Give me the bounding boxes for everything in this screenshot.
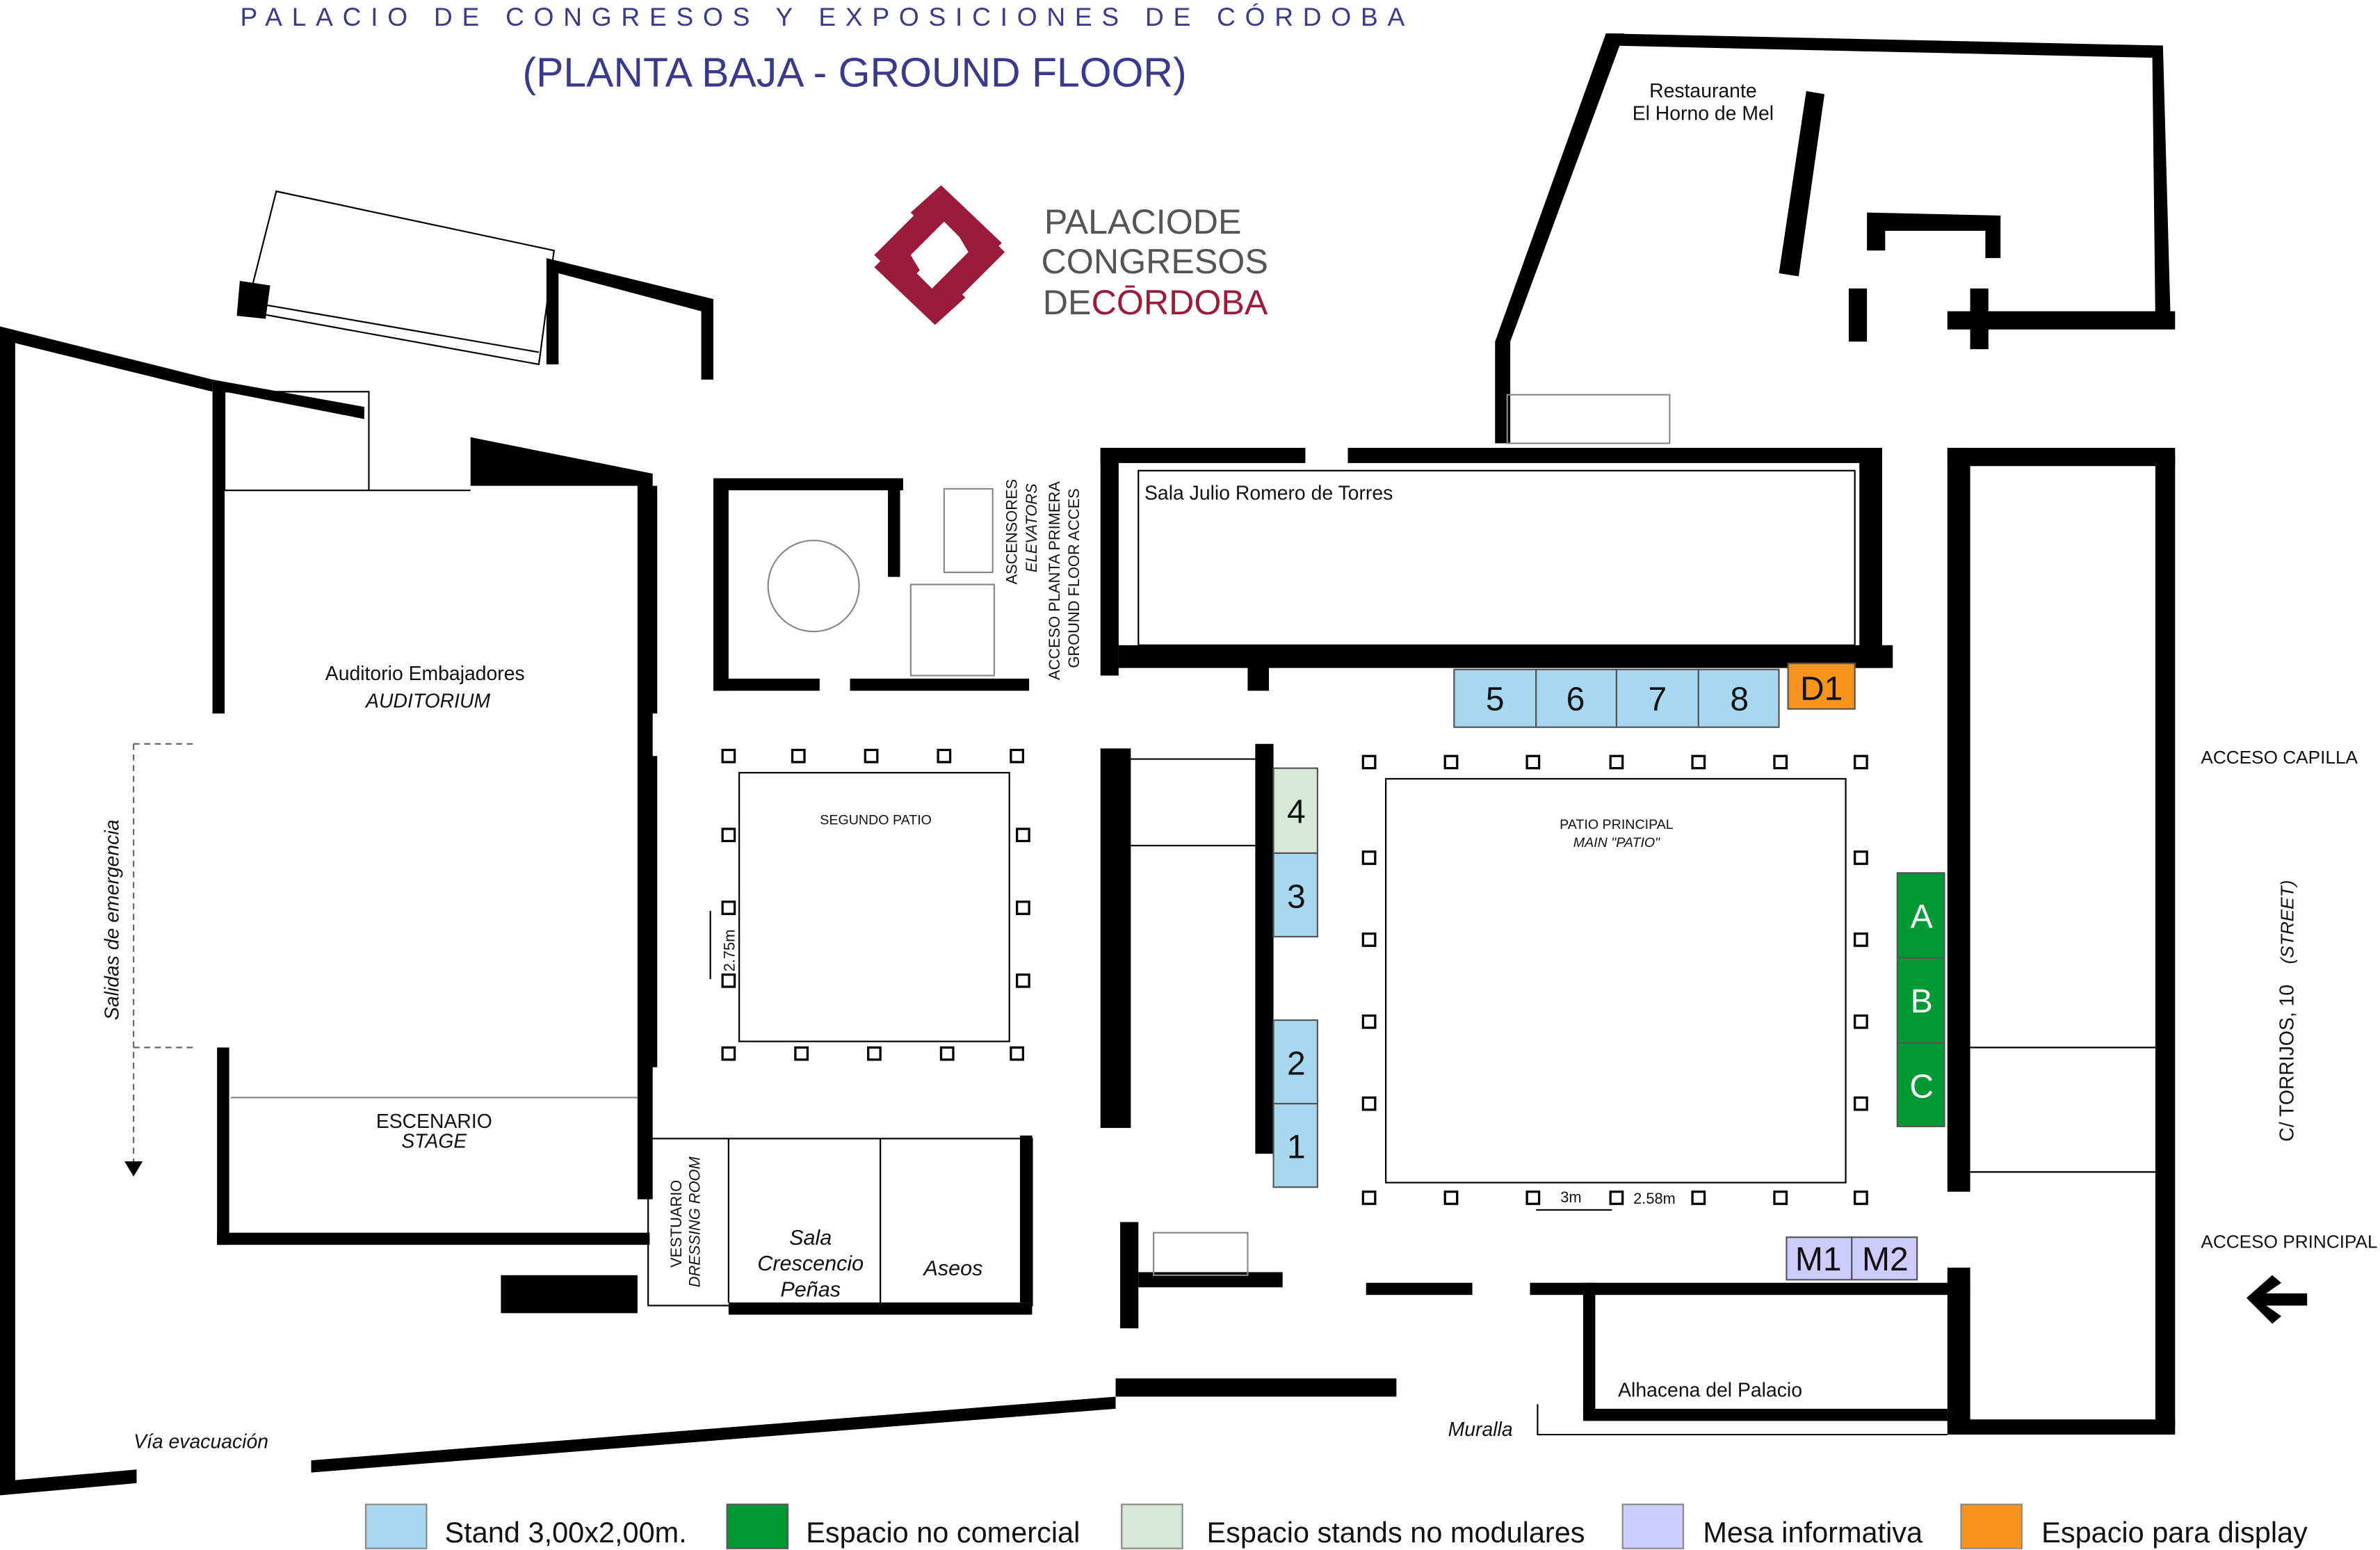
palacio-logo: PALACIODE CONGRESOS DE CŌRDOBA	[874, 185, 1268, 325]
stand-5[interactable]: 5	[1453, 668, 1537, 728]
stand-6-label: 6	[1567, 681, 1585, 718]
label-vestuario: VESTUARIO	[667, 1180, 685, 1268]
label-muralla: Muralla	[1448, 1419, 1513, 1441]
label-acceso-capilla[interactable]: ACCESO CAPILLA	[2201, 747, 2358, 768]
label-aseos: Aseos	[922, 1257, 982, 1280]
stand-3[interactable]: 3	[1272, 852, 1318, 938]
label-stage: STAGE	[401, 1130, 467, 1152]
logo-text-3a: DE	[1043, 283, 1092, 322]
label-horno: El Horno de Mel	[1633, 103, 1774, 125]
legend-label-mesa: Mesa informativa	[1703, 1516, 1923, 1549]
stand-m1[interactable]: M1	[1786, 1236, 1853, 1281]
label-auditorio: Auditorio Embajadores	[325, 663, 525, 685]
stand-m2-label: M2	[1862, 1241, 1909, 1278]
stand-m2[interactable]: M2	[1851, 1236, 1918, 1281]
label-crescencio: Crescencio	[757, 1252, 864, 1275]
stand-b[interactable]: B	[1896, 957, 1945, 1044]
legend-label-stand: Stand 3,00x2,00m.	[445, 1516, 687, 1549]
stand-4[interactable]: 4	[1272, 767, 1318, 855]
stand-b-label: B	[1911, 983, 1933, 1020]
stand-d1[interactable]: D1	[1787, 662, 1856, 710]
stand-5-label: 5	[1486, 681, 1505, 718]
legend-swatch-mesa	[1621, 1503, 1685, 1549]
stand-m1-label: M1	[1795, 1241, 1842, 1278]
label-escenario: ESCENARIO	[376, 1111, 492, 1133]
stand-6[interactable]: 6	[1535, 668, 1618, 728]
label-main-patio: MAIN "PATIO"	[1573, 835, 1660, 850]
legend-label-display: Espacio para display	[2041, 1516, 2308, 1549]
label-dim-258: 2.58m	[1633, 1190, 1676, 1207]
plan-title: PALACIO DE CONGRESOS Y EXPOSICIONES DE C…	[241, 2, 1414, 31]
stands: 5 6 7 8 D1 4 3 2 1 A B C M1 M2	[1272, 662, 1945, 1281]
stand-7-label: 7	[1649, 681, 1667, 718]
label-elevators: ELEVATORS	[1023, 483, 1040, 572]
columns	[721, 748, 1868, 1205]
logo-text-1: PALACIODE	[1044, 202, 1242, 241]
label-sala: Sala	[789, 1226, 832, 1250]
stand-3-label: 3	[1287, 879, 1306, 916]
label-street: C/ TORRIJOS, 10	[2276, 985, 2299, 1142]
legend-swatch-display	[1960, 1503, 2023, 1549]
stand-8[interactable]: 8	[1697, 668, 1780, 728]
label-penas: Peñas	[780, 1277, 841, 1301]
emergency-arrow-icon	[124, 1161, 143, 1177]
label-street-en: (STREET)	[2277, 880, 2298, 964]
stand-1-label: 1	[1287, 1129, 1306, 1166]
walls	[0, 33, 2176, 1496]
stand-c[interactable]: C	[1896, 1042, 1945, 1127]
label-dim-275: 2.75m	[721, 930, 738, 972]
label-sala-julio: Sala Julio Romero de Torres	[1144, 482, 1393, 504]
legend-swatch-no-comercial	[726, 1503, 789, 1549]
legend-swatch-stand	[365, 1503, 428, 1549]
logo-text-2: CONGRESOS	[1042, 242, 1268, 281]
room-labels: Restaurante El Horno de Mel Sala Julio R…	[101, 80, 2377, 1453]
label-ascensores: ASCENSORES	[1003, 479, 1021, 585]
stand-2-label: 2	[1287, 1046, 1306, 1083]
stand-a-label: A	[1911, 898, 1933, 935]
entrance-arrow-icon	[2246, 1275, 2308, 1324]
legend-label-no-modulares: Espacio stands no modulares	[1207, 1516, 1585, 1549]
stand-c-label: C	[1909, 1068, 1934, 1105]
label-segundo-patio: SEGUNDO PATIO	[820, 812, 932, 828]
plan-subtitle: (PLANTA BAJA - GROUND FLOOR)	[522, 50, 1186, 95]
legend-label-no-comercial: Espacio no comercial	[806, 1516, 1080, 1549]
label-auditorium: AUDITORIUM	[364, 690, 490, 712]
room-outlines	[124, 190, 2155, 1436]
label-alhacena: Alhacena del Palacio	[1618, 1379, 1802, 1401]
label-restaurante: Restaurante	[1649, 80, 1756, 102]
label-acceso-principal[interactable]: ACCESO PRINCIPAL	[2201, 1232, 2377, 1252]
stand-a[interactable]: A	[1896, 872, 1945, 959]
label-dressing: DRESSING ROOM	[686, 1156, 703, 1287]
stand-8-label: 8	[1730, 681, 1749, 718]
stand-2[interactable]: 2	[1272, 1019, 1318, 1105]
label-via: Vía evacuación	[133, 1431, 268, 1453]
label-salidas: Salidas de emergencia	[101, 820, 123, 1021]
label-acceso-planta: ACCESO PLANTA PRIMERA	[1046, 481, 1063, 680]
stand-d1-label: D1	[1800, 670, 1843, 707]
label-dim-3m: 3m	[1560, 1188, 1581, 1206]
stand-7[interactable]: 7	[1615, 668, 1699, 728]
logo-mark-icon	[874, 185, 1005, 325]
label-ground-floor: GROUND FLOOR ACCES	[1065, 488, 1083, 668]
label-patio-principal: PATIO PRINCIPAL	[1560, 817, 1674, 832]
legend-swatch-no-modulares	[1121, 1503, 1183, 1549]
logo-text-3b: CŌRDOBA	[1092, 283, 1268, 322]
stand-1[interactable]: 1	[1272, 1103, 1318, 1188]
legend: Stand 3,00x2,00m. Espacio no comercial E…	[365, 1503, 2308, 1549]
stand-4-label: 4	[1287, 793, 1306, 830]
